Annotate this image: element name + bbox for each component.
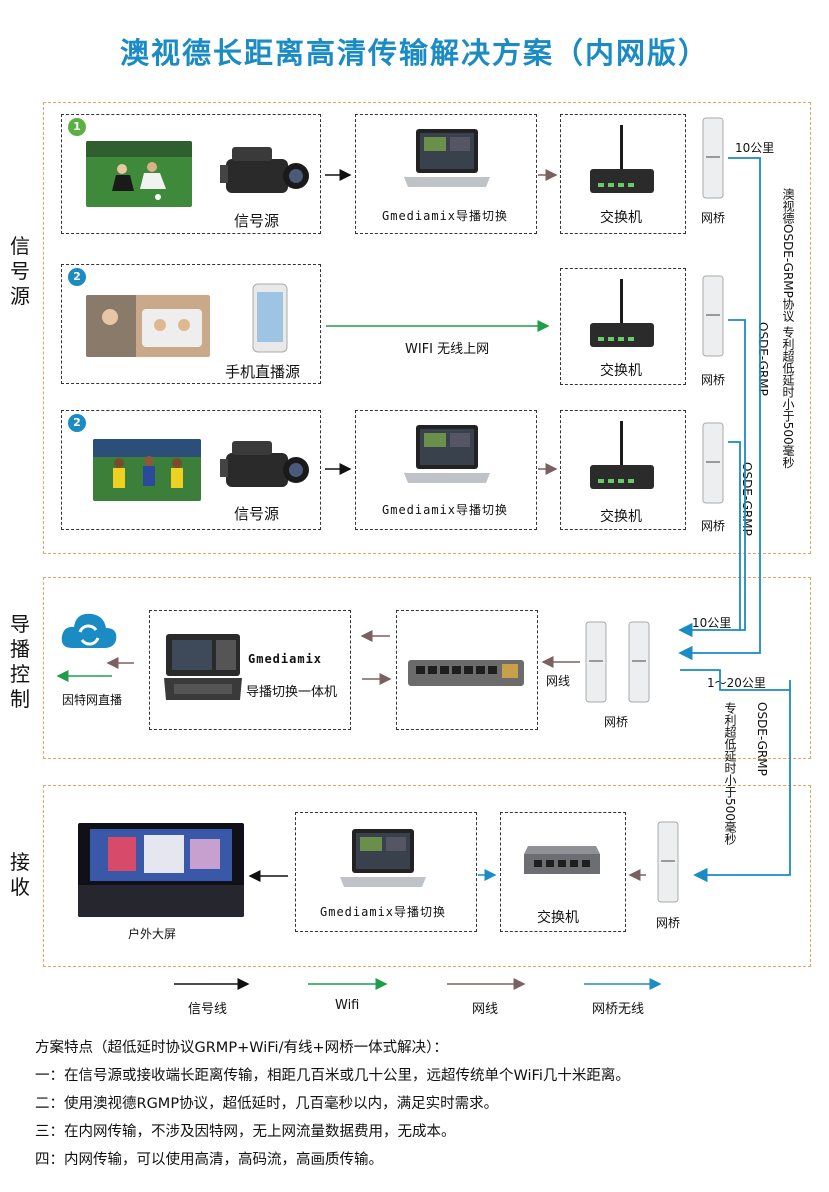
note-item: 三：在内网传输，不涉及因特网，无上网流量数据费用，无成本。 [35, 1124, 456, 1140]
control-zone [43, 577, 811, 759]
desktop-switch-icon [524, 846, 600, 874]
source-zone [43, 102, 811, 554]
soccer-match-photo [93, 439, 201, 501]
row3-switcher-label: Gmediamix导播切换 [382, 503, 509, 517]
control-bridge-icon-1 [585, 621, 607, 703]
outdoor-screen-label: 户外大屏 [128, 927, 177, 941]
legend-network-label: 网线 [472, 1002, 499, 1017]
row3-bridge-icon [702, 422, 724, 504]
row2-bridge-icon [702, 275, 724, 357]
note-item: 二：使用澳视德RGMP协议，超低延时，几百毫秒以内，满足实时需求。 [35, 1096, 499, 1112]
control-distance-top: 10公里 [692, 616, 732, 630]
row3-camera-label: 信号源 [234, 505, 280, 523]
source-distance-label: 10公里 [735, 141, 775, 155]
row1-switcher-box [355, 114, 537, 234]
row1-bridge-icon [702, 117, 724, 199]
receive-zone-label: 接收 [10, 850, 30, 899]
mixer-box [149, 610, 351, 730]
control-protocol-vertical: 专利超低延时小于500毫秒 [723, 702, 737, 845]
source-zone-label: 信号源 [10, 234, 30, 308]
cable-label: 网线 [546, 674, 571, 688]
row1-camera-label: 信号源 [234, 212, 280, 230]
network-switch-box [396, 610, 538, 730]
video-camera-icon [220, 147, 309, 193]
smartphone-icon [252, 283, 288, 353]
row2-wifi-label: WIFI 无线上网 [405, 342, 490, 357]
row2-phone-label: 手机直播源 [225, 363, 301, 381]
row2-source-box [61, 264, 321, 384]
row1-badge: 1 [68, 118, 86, 136]
notes-heading: 方案特点（超低延时协议GRMP+WiFi/有线+网桥一体式解决）： [35, 1040, 448, 1056]
page-title: 澳视德长距离高清传输解决方案（内网版） [119, 36, 709, 70]
source-protocol-osde-2: OSDE-GRMP [740, 462, 754, 536]
control-protocol-osde: OSDE-GRMP [755, 702, 769, 776]
internet-live-label: 因特网直播 [62, 693, 123, 707]
receive-bridge-icon [657, 821, 679, 903]
receive-switcher-box [295, 812, 477, 932]
row3-bridge-label: 网桥 [701, 519, 726, 533]
receive-switcher-label: Gmediamix导播切换 [320, 905, 447, 919]
cloud-sync-icon [61, 613, 117, 648]
router-icon [590, 125, 654, 193]
mixer-label: 导播切换一体机 [246, 685, 338, 700]
row2-badge: 2 [68, 268, 86, 286]
source-protocol-vertical: 澳视德OSDE-GRMP协议 专利超低延时小于500毫秒 [781, 188, 795, 469]
row1-switcher-label: Gmediamix导播切换 [382, 209, 509, 223]
outdoor-screen-photo [78, 823, 244, 917]
network-switch-icon [408, 660, 524, 686]
legend-wifi-label: Wifi [335, 998, 360, 1013]
row1-source-box [61, 114, 321, 234]
video-camera-icon [220, 441, 309, 487]
receive-bridge-label: 网桥 [656, 916, 681, 930]
row3-badge: 2 [68, 414, 86, 432]
receive-zone [43, 785, 811, 967]
row3-switch-label: 交换机 [600, 509, 642, 525]
row1-bridge-label: 网桥 [701, 211, 726, 225]
router-icon [590, 421, 654, 489]
mixer-name: Gmediamix [248, 652, 323, 666]
row1-switch-label: 交换机 [600, 210, 642, 226]
row3-source-box [61, 410, 321, 530]
phone-live-photo [86, 295, 210, 357]
row1-switch-box [560, 114, 686, 234]
control-bridge-label: 网桥 [604, 715, 629, 729]
control-zone-label: 导播控制 [10, 612, 30, 711]
row3-switcher-box [355, 410, 537, 530]
legend-signal-label: 信号线 [188, 1002, 228, 1017]
row3-switch-box [560, 410, 686, 530]
row2-switch-label: 交换机 [600, 363, 642, 379]
control-bridge-icon-2 [628, 621, 650, 703]
legend-bridge-wireless-label: 网桥无线 [592, 1002, 645, 1017]
portable-mixer-icon [164, 634, 242, 700]
router-icon [590, 279, 654, 347]
receive-switch-label: 交换机 [537, 910, 579, 926]
row2-bridge-label: 网桥 [701, 373, 726, 387]
laptop-icon [404, 129, 490, 187]
laptop-icon [340, 829, 426, 887]
note-item: 一：在信号源或接收端长距离传输，相距几百米或几十公里，远超传统单个WiFi几十米… [35, 1068, 630, 1084]
note-item: 四：内网传输，可以使用高清，高码流，高画质传输。 [35, 1152, 383, 1168]
receive-switch-box [500, 812, 626, 932]
feature-notes: 方案特点（超低延时协议GRMP+WiFi/有线+网桥一体式解决）： 一：在信号源… [35, 1038, 630, 1178]
row2-switch-box [560, 268, 686, 385]
soccer-photo [86, 141, 192, 207]
laptop-icon [404, 425, 490, 483]
control-distance-bottom: 1～20公里 [707, 676, 766, 690]
